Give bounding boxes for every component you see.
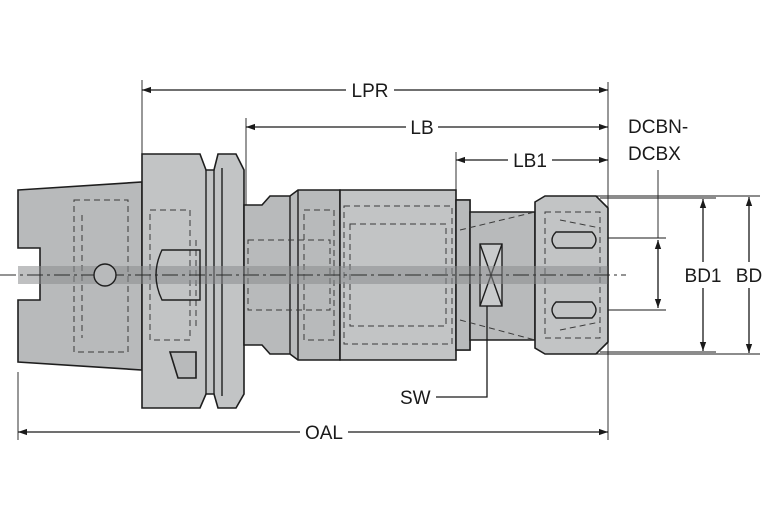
lb1-label: LB1 [513, 151, 547, 172]
bd1-label: BD1 [685, 266, 722, 287]
dcbn-label-line1: DCBN- [628, 117, 688, 138]
centerline [0, 249, 626, 301]
oal-label: OAL [305, 423, 343, 444]
bd-label: BD [736, 266, 762, 287]
dcbx-label-line2: DCBX [628, 144, 681, 165]
lpr-label: LPR [352, 81, 389, 102]
sw-leader-line [436, 306, 488, 398]
lb-label: LB [410, 118, 433, 139]
sw-label: SW [400, 388, 431, 409]
